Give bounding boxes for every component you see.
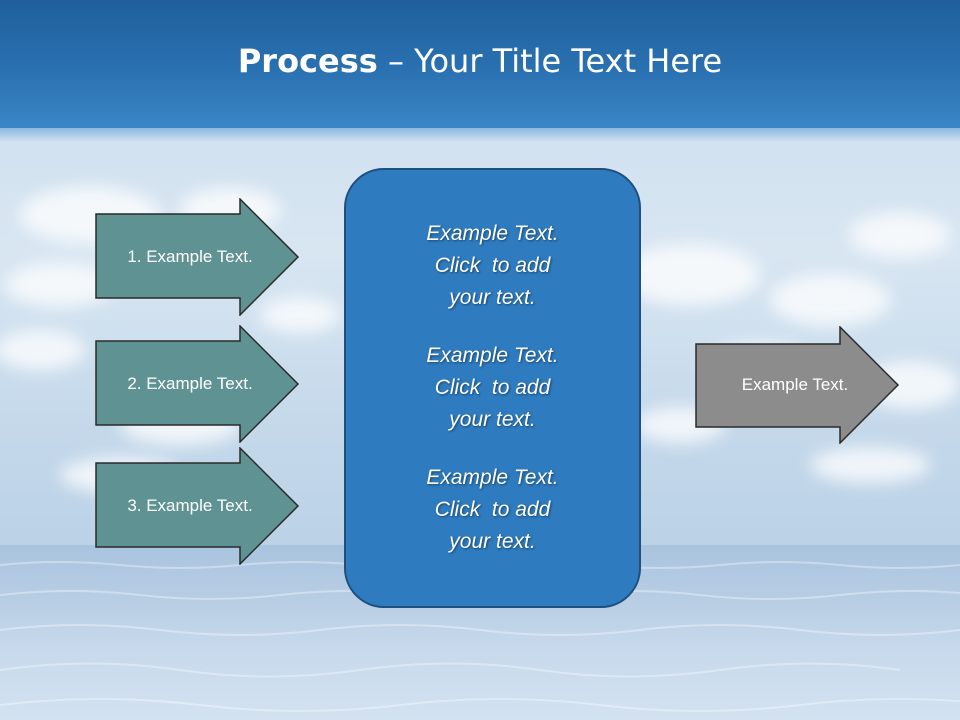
left-arrow-label: 3. Example Text. xyxy=(127,496,253,515)
arrow-right-icon xyxy=(95,447,300,565)
arrow-right-icon xyxy=(695,326,900,444)
center-line: Click to add xyxy=(434,254,551,277)
arrow-right-icon xyxy=(95,198,300,316)
left-arrow-1[interactable]: 1. Example Text. xyxy=(95,198,300,316)
title-bold-text: Process xyxy=(237,42,378,80)
arrow-right-icon xyxy=(95,325,300,443)
center-paragraph-3: Example Text. Click to add your text. xyxy=(426,462,558,558)
cloud-background xyxy=(0,187,960,493)
center-line: your text. xyxy=(449,286,536,309)
center-paragraph-1: Example Text. Click to add your text. xyxy=(426,218,558,314)
center-line: Example Text. xyxy=(426,466,559,489)
center-line: Example Text. xyxy=(426,344,559,367)
right-arrow[interactable]: Example Text. xyxy=(695,326,900,444)
title-rest-text: – Your Title Text Here xyxy=(377,42,723,80)
center-line: Click to add xyxy=(434,498,551,521)
right-arrow-label: Example Text. xyxy=(741,375,849,394)
left-arrow-3[interactable]: 3. Example Text. xyxy=(95,447,300,565)
center-line: Click to add xyxy=(434,376,551,399)
left-arrow-label: 2. Example Text. xyxy=(127,374,253,393)
center-paragraph-2: Example Text. Click to add your text. xyxy=(426,340,558,436)
left-arrow-2[interactable]: 2. Example Text. xyxy=(95,325,300,443)
slide-title[interactable]: Process – Your Title Text Here xyxy=(238,42,722,80)
center-line: Example Text. xyxy=(426,222,559,245)
title-bar: Process – Your Title Text Here xyxy=(0,0,960,142)
center-line: your text. xyxy=(449,408,536,431)
center-line: your text. xyxy=(449,530,536,553)
center-text-box[interactable]: Example Text. Click to add your text. Ex… xyxy=(344,168,641,608)
left-arrow-label: 1. Example Text. xyxy=(127,247,253,266)
